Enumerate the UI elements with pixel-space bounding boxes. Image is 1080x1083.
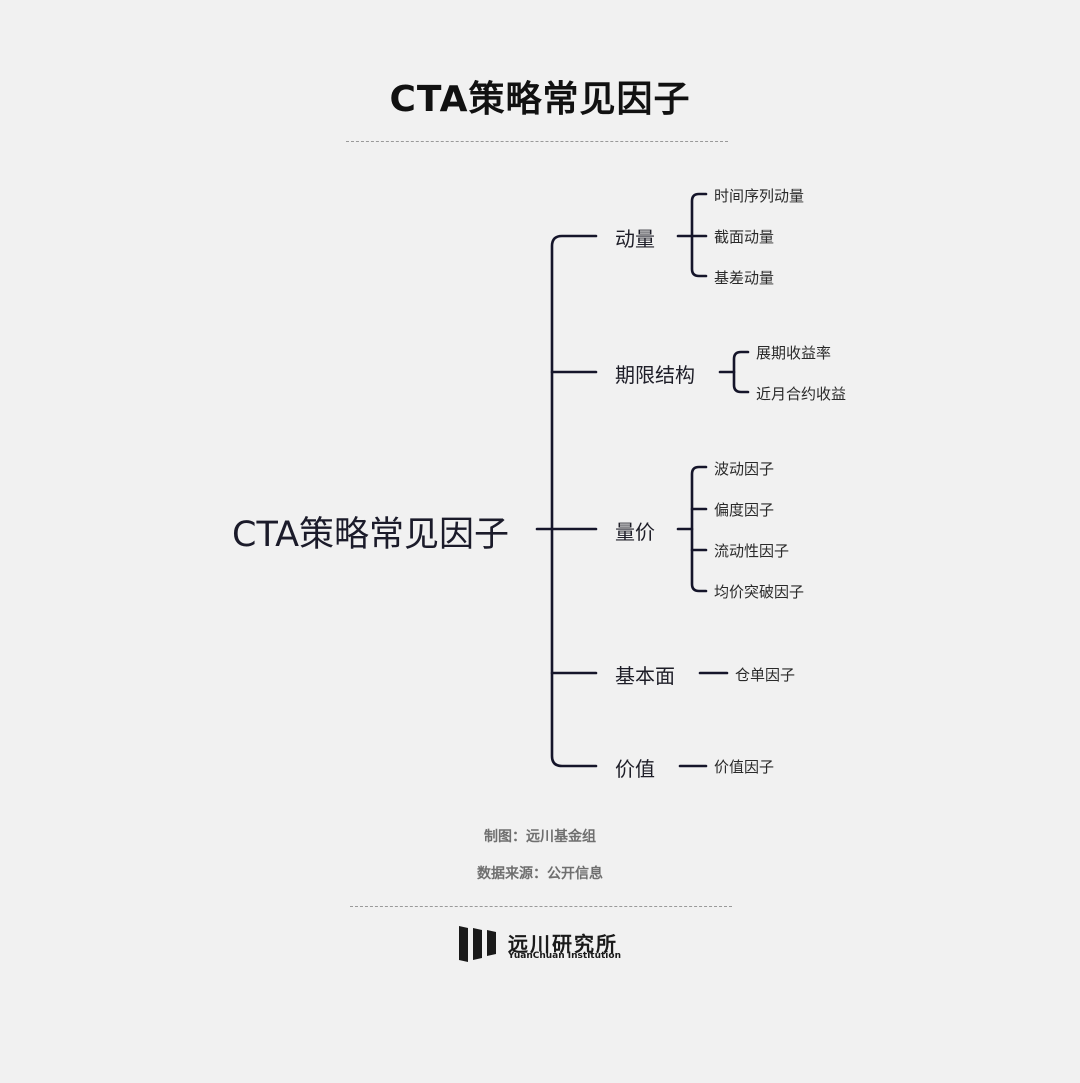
branch-value: 价值 [615, 757, 655, 781]
leaf-volatility-factor: 波动因子 [714, 460, 775, 478]
leaf-value-factor: 价值因子 [714, 758, 775, 776]
volprice-bracket [690, 465, 708, 593]
leaf-breakout-factor: 均价突破因子 [714, 583, 805, 601]
leaf-cross-section-momentum: 截面动量 [714, 228, 775, 246]
leaf-warehouse-receipt-factor: 仓单因子 [735, 666, 796, 684]
logo-mark-icon [459, 926, 496, 962]
branch-volume-price: 量价 [615, 520, 655, 544]
leaf-time-series-momentum: 时间序列动量 [714, 187, 805, 205]
main-spine [550, 234, 598, 768]
branch-momentum: 动量 [615, 227, 655, 251]
leaf-roll-yield: 展期收益率 [756, 344, 832, 362]
credit-data-source: 数据来源：公开信息 [477, 866, 603, 882]
leaf-basis-momentum: 基差动量 [714, 269, 775, 287]
logo-name: 远川研究所 [508, 932, 618, 956]
leaf-liquidity-factor: 流动性因子 [714, 542, 790, 560]
term-bracket [732, 350, 750, 394]
bottom-divider [350, 906, 732, 907]
leaf-skewness-factor: 偏度因子 [714, 501, 775, 519]
logo-subtitle: YuanChuan Institution [508, 951, 621, 961]
branch-fundamental: 基本面 [615, 664, 675, 688]
page-title: CTA策略常见因子 [389, 79, 691, 120]
branch-term-structure: 期限结构 [615, 363, 695, 387]
credit-made-by: 制图：远川基金组 [484, 829, 596, 845]
top-divider [346, 141, 728, 142]
root-node: CTA策略常见因子 [232, 515, 510, 555]
leaf-near-month-return: 近月合约收益 [756, 385, 847, 403]
